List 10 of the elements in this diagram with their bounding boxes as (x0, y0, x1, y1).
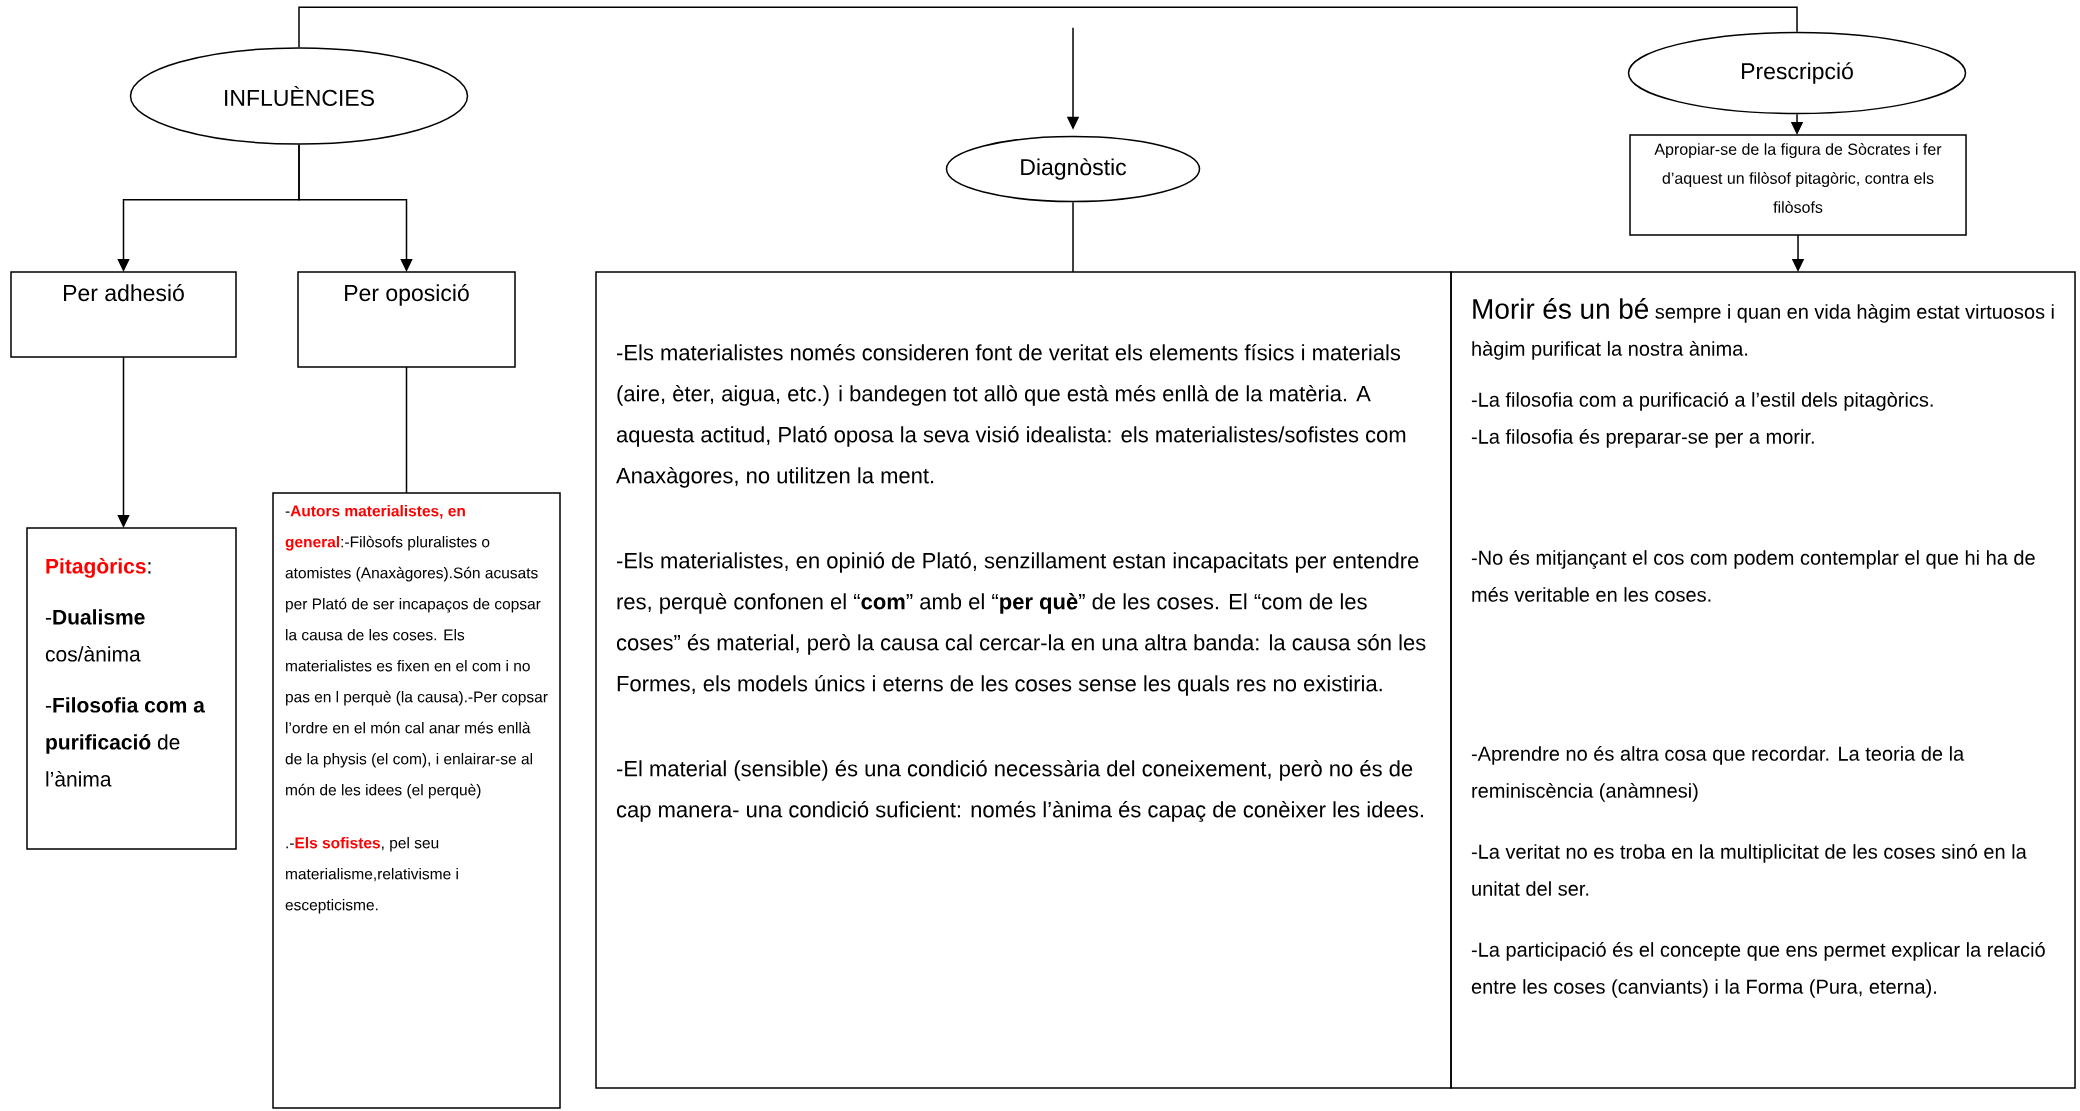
ellipse-node: Diagnòstic (945, 135, 1201, 203)
text-box: Pitagòrics: -Dualisme cos/ànima -Filosofia com a purificació de l’ànima (26, 527, 237, 850)
ellipse-node: Prescripció (1627, 31, 1967, 115)
text-box: -Autors materialistes, en general:-Filòsofs pluralistes o atomistes (Anaxàgores).Són acusats per Plató de ser incapaços de copsar la causa de les coses. Els materialistes es fixen en el com i no pas en l perquè (la causa).-Per copsar l’ordre en el món cal anar més enllà de la physis (el com), i enlairar-se al món de les idees (el perquè) .-Els sofistes, pel seu materialisme,relativisme i escepticisme. (272, 492, 561, 1109)
text-box: Morir és un bé sempre i quan en vida hàgim estat virtuosos i hàgim purificat la nostra ànima. -La filosofia com a purificació a l’estil dels pitagòrics. -La filosofia és preparar-se per a morir. -No és mitjançant el cos com podem contemplar el que hi ha de més veritable en les coses. -Aprendre no és altra cosa que recordar. La teoria de la reminiscència (anàmnesi) -La veritat no es troba en la multiplicitat de les coses sinó en la unitat del ser. -La participació és el concepte que ens permet explicar la relació entre les coses (canviants) i la Forma (Pura, eterna). (1450, 271, 2076, 1089)
text-box: -Els materialistes només consideren font de veritat els elements físics i materials (aire, èter, aigua, etc.) i bandegen tot allò que està més enllà de la matèria. A aquesta actitud, Plató oposa la seva visió idealista: els materialistes/sofistes com Anaxàgores, no utilitzen la ment. -Els materialistes, en opinió de Plató, senzillament estan incapacitats per entendre res, perquè confonen el “com” amb el “per què” de les coses. El “com de les coses” és material, però la causa cal cercar-la en una altra banda: la causa són les Formes, els models únics i eterns de les coses sense les quals res no existiria. -El material (sensible) és una condició necessària del coneixement, però no és de cap manera- una condició suficient: només l’ànima és capaç de conèixer les idees. (595, 271, 1452, 1089)
category-box: Per oposició (297, 271, 516, 368)
category-box: Per adhesió (10, 271, 237, 358)
text-box: Apropiar-se de la figura de Sòcrates i fer d’aquest un filòsof pitagòric, contra els filòsofs (1629, 134, 1967, 236)
ellipse-node: INFLUÈNCIES (129, 47, 469, 145)
